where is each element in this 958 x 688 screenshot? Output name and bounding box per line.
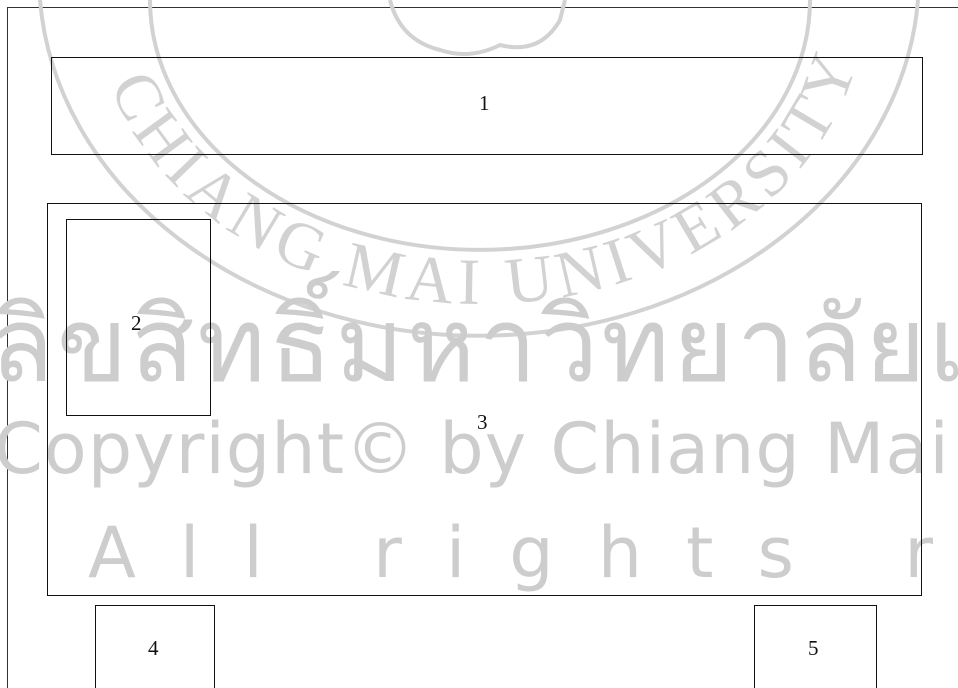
- right-button-box: [754, 605, 877, 688]
- header-region-box: [51, 57, 923, 155]
- outer-frame: [7, 7, 958, 688]
- sidebar-region-label: 2: [131, 311, 142, 335]
- content-region-label: 3: [477, 410, 488, 434]
- watermark-copyright-text: Copyright© by Chiang Mai University: [0, 408, 958, 490]
- content-region-box: [47, 203, 922, 596]
- right-button-label: 5: [808, 636, 819, 660]
- header-region-label: 1: [479, 91, 490, 115]
- sidebar-region-box: [66, 219, 211, 416]
- left-button-box: [95, 605, 215, 688]
- left-button-label: 4: [148, 636, 159, 660]
- watermark-rights-text: All rights reserved: [88, 512, 958, 594]
- watermark-thai-text: ลิขสิทธิ์มหาวิทยาลัยเชียงใหม่: [0, 284, 958, 406]
